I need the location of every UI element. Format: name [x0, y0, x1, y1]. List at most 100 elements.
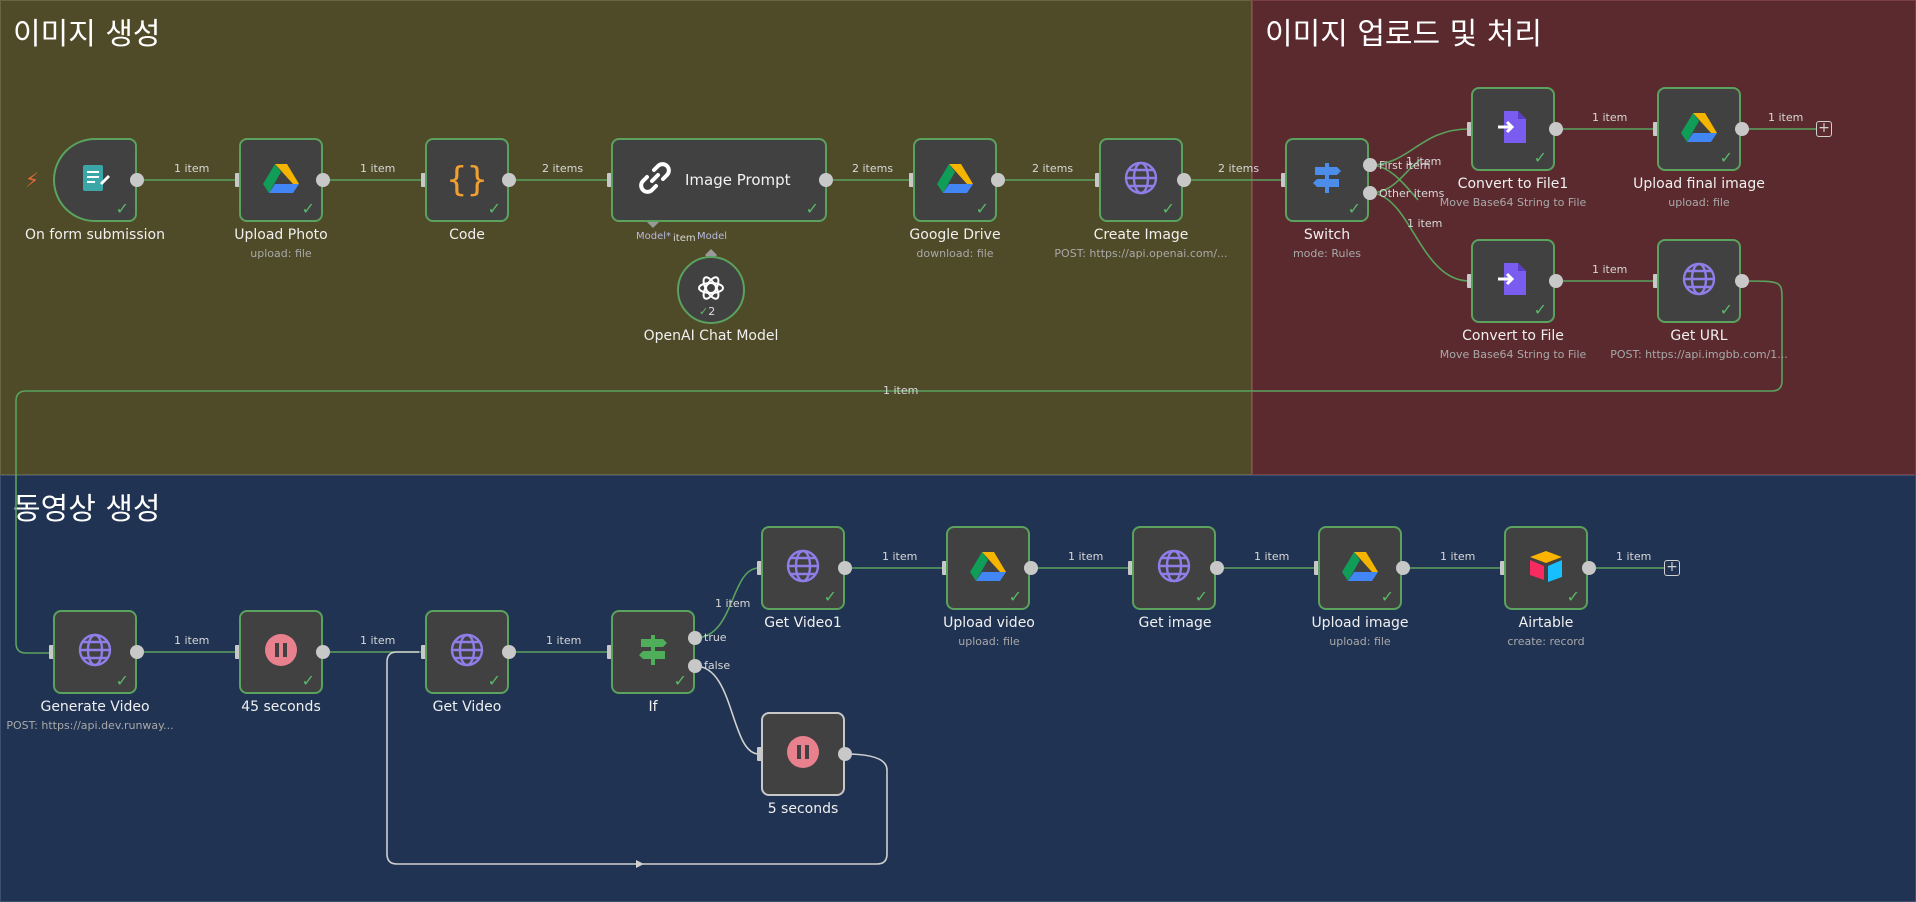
output-port[interactable]	[316, 645, 330, 659]
input-port[interactable]	[607, 173, 613, 187]
input-port[interactable]	[1281, 173, 1287, 187]
node-if[interactable]: ✓	[611, 610, 695, 694]
node-label: Upload image	[1311, 615, 1409, 631]
node-upload-final-image[interactable]: ✓	[1657, 87, 1741, 171]
file-convert-icon	[1496, 109, 1530, 149]
node-image-prompt[interactable]: Image Prompt ✓	[611, 138, 827, 222]
output-port[interactable]	[502, 645, 516, 659]
output-port-false[interactable]	[688, 659, 702, 673]
node-label: Image Prompt	[685, 171, 791, 189]
input-port[interactable]	[757, 561, 763, 575]
output-port[interactable]	[316, 173, 330, 187]
node-label: Get Video1	[764, 615, 842, 631]
add-node-button[interactable]: +	[1664, 560, 1680, 576]
output-port[interactable]	[838, 561, 852, 575]
input-port[interactable]	[235, 645, 241, 659]
output-port[interactable]	[1549, 122, 1563, 136]
node-upload-image[interactable]: ✓	[1318, 526, 1402, 610]
node-wait-45[interactable]: ✓	[239, 610, 323, 694]
globe-icon	[785, 548, 821, 588]
node-code[interactable]: {} ✓	[425, 138, 509, 222]
input-port[interactable]	[1467, 122, 1473, 136]
input-port[interactable]	[1314, 561, 1320, 575]
input-port[interactable]	[909, 173, 915, 187]
node-label: Upload final image	[1633, 176, 1765, 192]
globe-icon	[1681, 261, 1717, 301]
success-check-icon: ✓	[1347, 199, 1361, 218]
node-label: Code	[449, 227, 485, 243]
input-port[interactable]	[1095, 173, 1101, 187]
output-port[interactable]	[502, 173, 516, 187]
output-port[interactable]	[1549, 274, 1563, 288]
node-wait-5[interactable]	[761, 712, 845, 796]
node-form-trigger[interactable]: ✓	[53, 138, 137, 222]
node-generate-video[interactable]: ✓	[53, 610, 137, 694]
node-label: Convert to File	[1462, 328, 1564, 344]
output-port-true[interactable]	[688, 631, 702, 645]
input-port[interactable]	[1128, 561, 1134, 575]
node-get-video[interactable]: ✓	[425, 610, 509, 694]
node-get-video1[interactable]: ✓	[761, 526, 845, 610]
input-port[interactable]	[1500, 561, 1506, 575]
output-port-other[interactable]	[1363, 186, 1377, 200]
chain-link-icon	[637, 160, 673, 200]
output-port[interactable]	[1024, 561, 1038, 575]
success-check-icon: ✓	[115, 199, 129, 218]
input-port[interactable]	[421, 173, 427, 187]
output-port[interactable]	[819, 173, 833, 187]
edge-label: 1 item	[1592, 263, 1628, 276]
node-label: Get Video	[432, 699, 502, 715]
output-port[interactable]	[130, 173, 144, 187]
edge-label: 1 item	[360, 162, 396, 175]
node-switch[interactable]: ✓	[1285, 138, 1369, 222]
input-port[interactable]	[235, 173, 241, 187]
output-port[interactable]	[1735, 274, 1749, 288]
airtable-icon	[1528, 549, 1564, 587]
input-port[interactable]	[1653, 122, 1659, 136]
edge-label: 1 item	[360, 634, 396, 647]
output-port[interactable]	[991, 173, 1005, 187]
input-port[interactable]	[942, 561, 948, 575]
node-convert-to-file1[interactable]: ✓	[1471, 87, 1555, 171]
node-convert-to-file[interactable]: ✓	[1471, 239, 1555, 323]
google-drive-icon	[970, 550, 1006, 586]
output-port[interactable]	[1582, 561, 1596, 575]
input-port[interactable]	[757, 747, 763, 761]
add-node-button[interactable]: +	[1816, 121, 1832, 137]
node-upload-video[interactable]: ✓	[946, 526, 1030, 610]
node-google-drive[interactable]: ✓	[913, 138, 997, 222]
success-check-icon: ✓	[115, 671, 129, 690]
node-label: OpenAI Chat Model	[643, 328, 779, 344]
input-port[interactable]	[1653, 274, 1659, 288]
output-port[interactable]	[1735, 122, 1749, 136]
input-port[interactable]	[49, 645, 55, 659]
success-check-icon: ✓	[1533, 148, 1547, 167]
node-openai-chat-model[interactable]: ✓2	[677, 256, 745, 324]
node-create-image[interactable]: ✓	[1099, 138, 1183, 222]
output-port[interactable]	[838, 747, 852, 761]
success-check-icon: ✓	[487, 199, 501, 218]
edge-label: 1 item	[1254, 550, 1290, 563]
form-icon	[78, 161, 112, 199]
input-port[interactable]	[421, 645, 427, 659]
trigger-bolt-icon: ⚡	[25, 168, 40, 192]
input-port[interactable]	[1467, 274, 1473, 288]
input-port[interactable]	[607, 645, 613, 659]
output-port[interactable]	[1396, 561, 1410, 575]
success-check-icon: ✓	[487, 671, 501, 690]
node-get-image[interactable]: ✓	[1132, 526, 1216, 610]
file-convert-icon	[1496, 261, 1530, 301]
node-get-url[interactable]: ✓	[1657, 239, 1741, 323]
port-label-model: Model	[697, 231, 728, 242]
edge-label: 1 item	[1768, 111, 1804, 124]
output-port[interactable]	[130, 645, 144, 659]
success-check-icon: ✓	[301, 671, 315, 690]
output-port-first[interactable]	[1363, 158, 1377, 172]
node-upload-photo[interactable]: ✓	[239, 138, 323, 222]
output-port[interactable]	[1177, 173, 1191, 187]
node-airtable[interactable]: ✓	[1504, 526, 1588, 610]
output-port[interactable]	[1210, 561, 1224, 575]
node-label: Convert to File1	[1457, 176, 1569, 192]
